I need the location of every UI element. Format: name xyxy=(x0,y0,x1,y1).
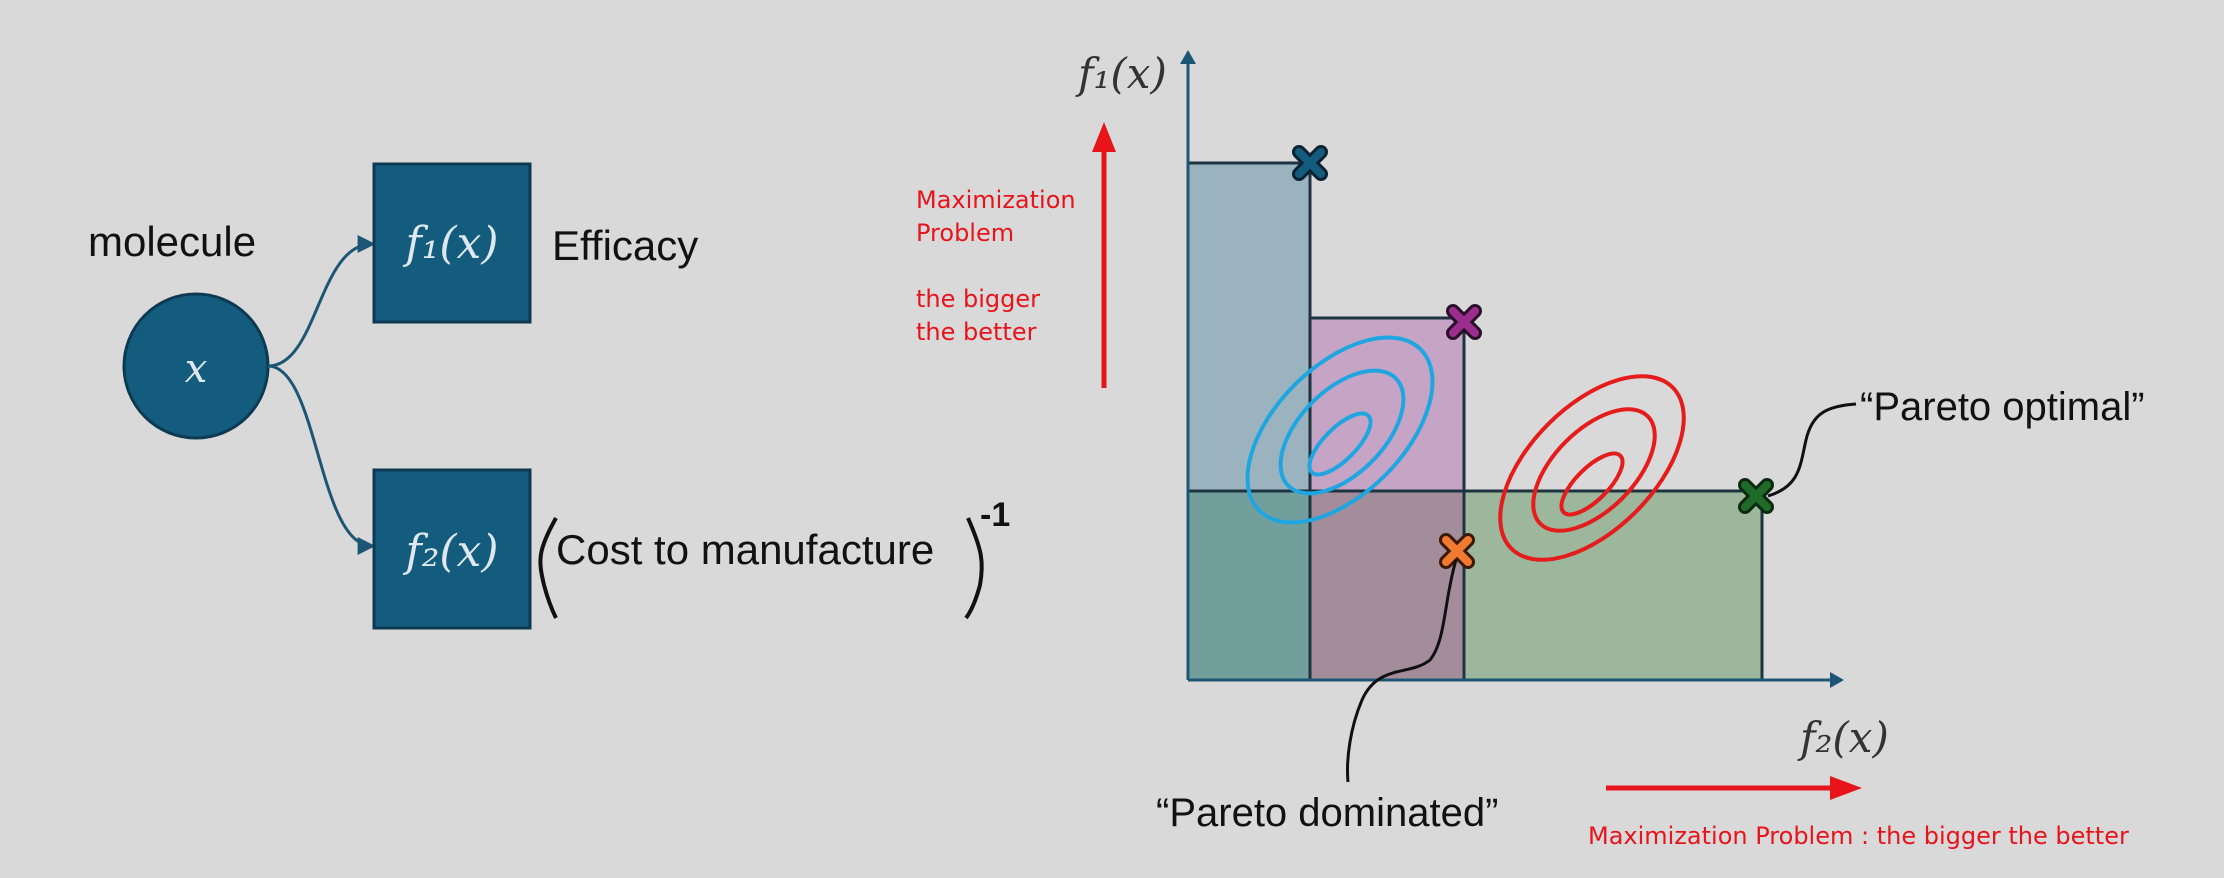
contour-blue xyxy=(1245,335,1435,525)
pareto-optimal-label: “Pareto optimal” xyxy=(1860,385,2145,429)
f2-box-label: f₂(x) xyxy=(402,526,498,577)
f1-box-label: f₁(x) xyxy=(402,218,498,269)
molecule-label: molecule xyxy=(88,218,256,265)
cross-marker-icon xyxy=(1292,145,1328,181)
connector-to-f1 xyxy=(267,235,376,368)
f1-box xyxy=(372,162,532,324)
efficacy-label: Efficacy xyxy=(552,222,698,269)
y-note-line-1: Maximization xyxy=(916,186,1076,214)
close-paren xyxy=(964,517,984,620)
y-maximize-arrow-icon xyxy=(1092,122,1116,152)
open-paren xyxy=(538,517,558,619)
overlap-purple-green xyxy=(1310,491,1464,680)
x-maximize-arrow-icon xyxy=(1830,776,1862,800)
connector-to-f2 xyxy=(267,364,376,555)
pareto-optimal-callout xyxy=(1767,402,1857,498)
inverse-exponent: -1 xyxy=(980,496,1010,534)
y-maximize-note: Maximization Problem the bigger the bett… xyxy=(916,186,1076,346)
molecule-variable: x xyxy=(185,346,208,392)
marker-blue xyxy=(1292,145,1328,181)
overlap-blue-green xyxy=(1188,491,1310,680)
x-axis-arrow-icon xyxy=(1830,672,1844,688)
y-note-line-3: the bigger xyxy=(916,285,1040,313)
pareto-dominated-label: “Pareto dominated” xyxy=(1156,791,1498,835)
marker-orange xyxy=(1439,533,1475,569)
y-note-line-2: Problem xyxy=(916,219,1014,247)
x-axis-label: f₂(x) xyxy=(1797,713,1889,762)
contour-red xyxy=(1498,374,1686,562)
y-axis-arrow-icon xyxy=(1180,50,1196,64)
pareto-dominated-callout xyxy=(1346,559,1458,783)
pareto-plot: f₁(x) f₂(x) xyxy=(916,49,2145,850)
y-note-line-4: the better xyxy=(916,318,1037,346)
marker-purple xyxy=(1446,304,1482,340)
cross-marker-icon xyxy=(1439,533,1475,569)
y-axis-label: f₁(x) xyxy=(1075,49,1167,98)
left-panel: molecule x f₁(x) f₂(x) Efficacy Cost to … xyxy=(88,162,1010,630)
cost-label: Cost to manufacture xyxy=(556,526,934,573)
cross-marker-icon xyxy=(1446,304,1482,340)
f2-box xyxy=(372,468,532,630)
marker-green xyxy=(1738,478,1774,514)
x-maximize-note: Maximization Problem : the bigger the be… xyxy=(1588,822,2129,850)
cross-marker-icon xyxy=(1738,478,1774,514)
